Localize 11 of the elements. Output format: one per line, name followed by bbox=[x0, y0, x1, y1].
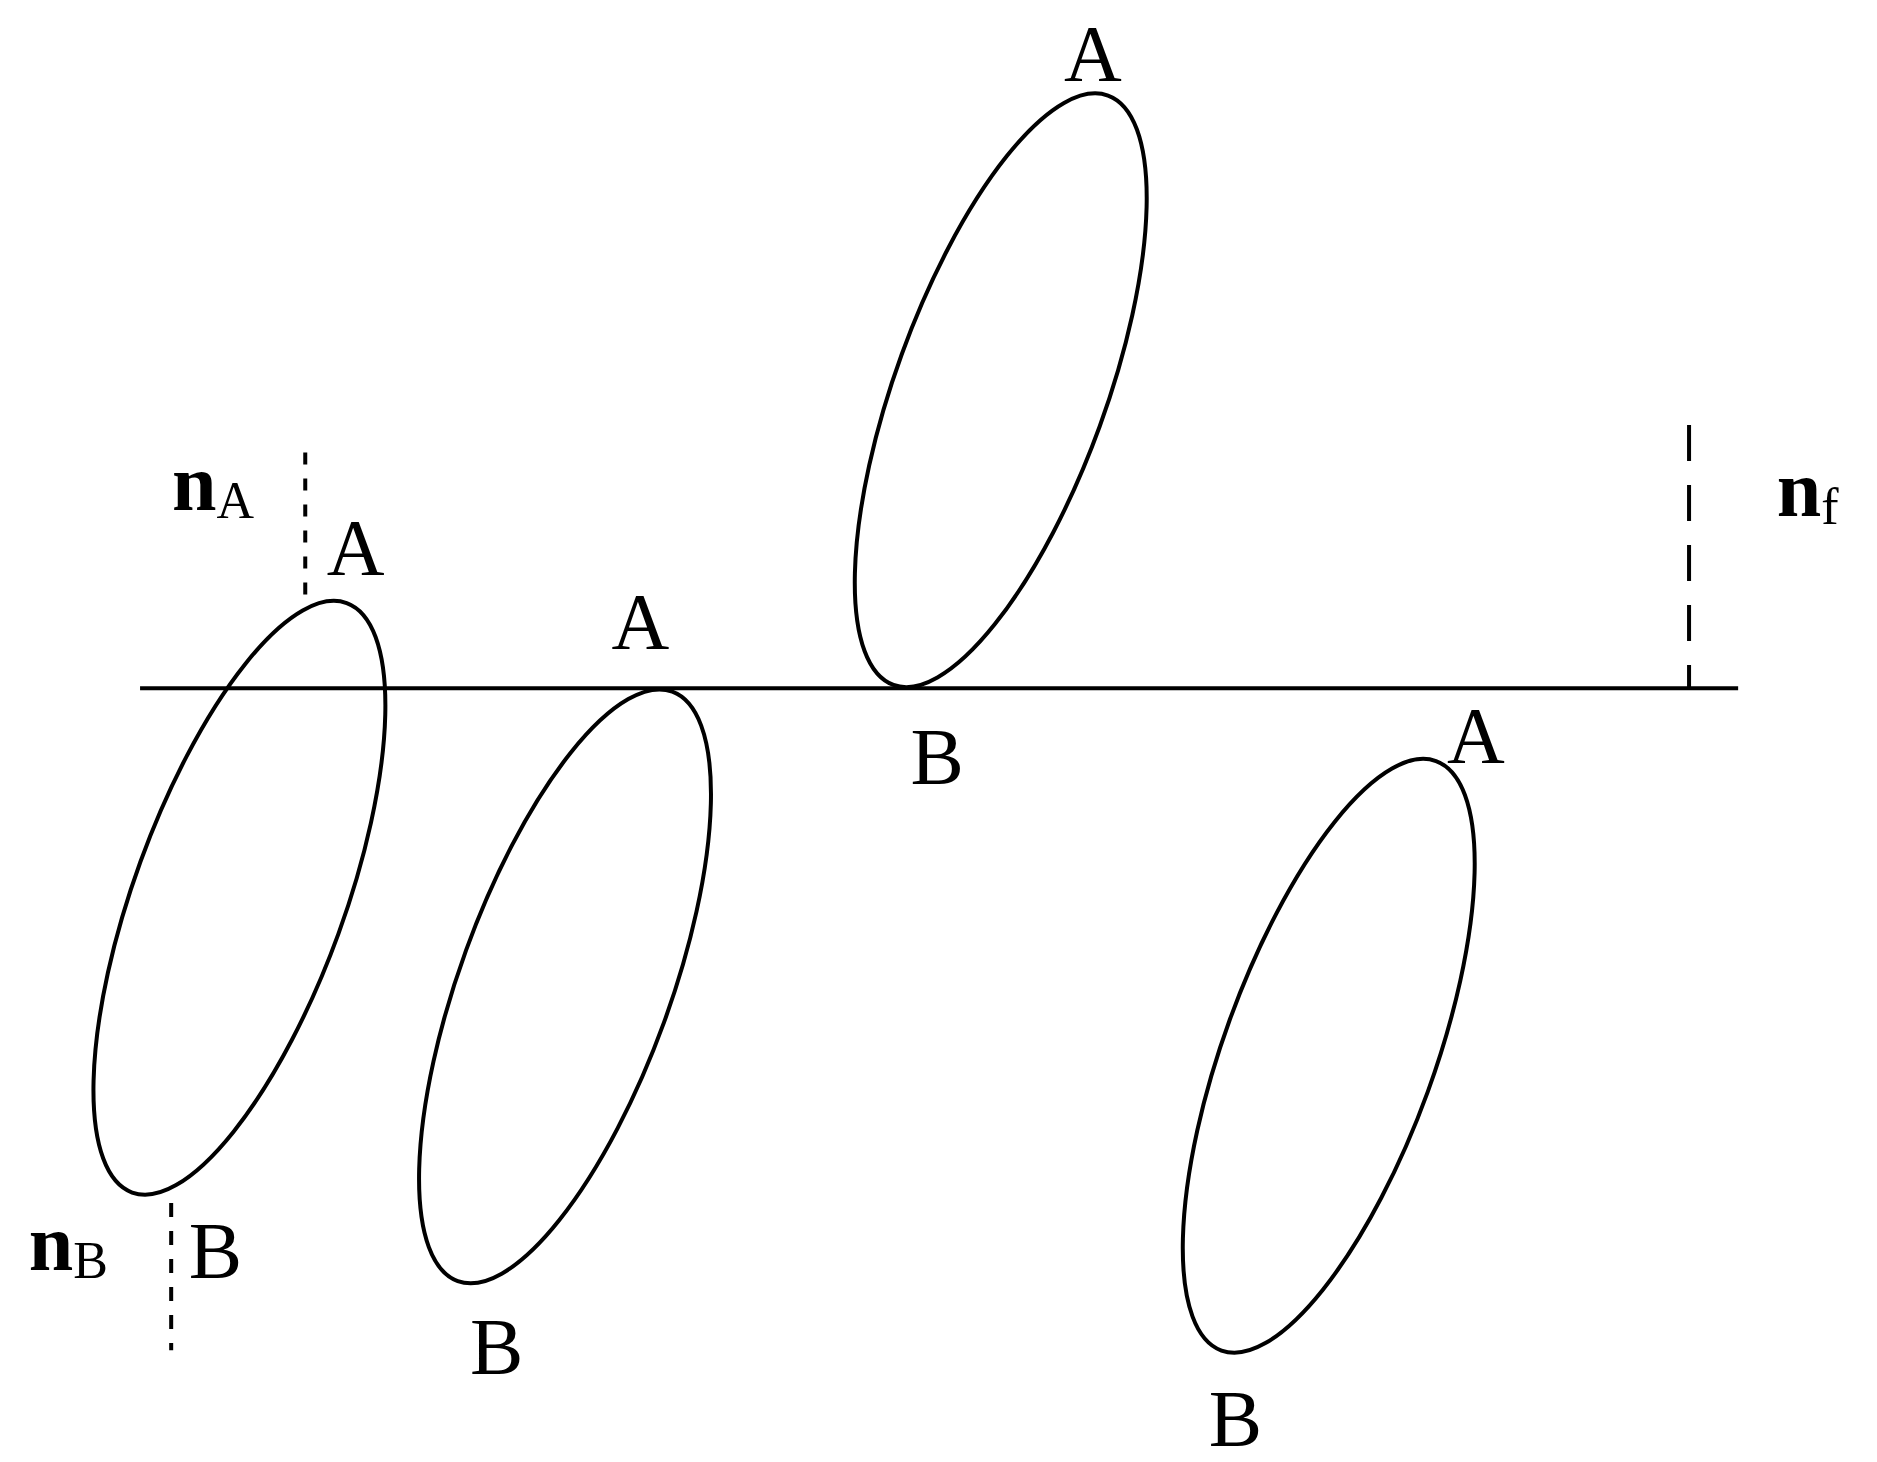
point-label: B bbox=[470, 1306, 524, 1387]
vector-label: n$_{f}$ bbox=[1776, 448, 1839, 533]
point-label: A bbox=[1064, 13, 1122, 94]
point-label: A bbox=[326, 508, 385, 589]
point-label: B bbox=[910, 716, 964, 797]
point-label: A bbox=[1447, 696, 1505, 777]
vector-label: n$_{B}$ bbox=[28, 1202, 108, 1287]
point-label: B bbox=[1208, 1378, 1263, 1459]
point-label: B bbox=[188, 1210, 243, 1291]
vector-label: n$_{A}$ bbox=[172, 442, 255, 527]
point-label: A bbox=[611, 582, 670, 663]
